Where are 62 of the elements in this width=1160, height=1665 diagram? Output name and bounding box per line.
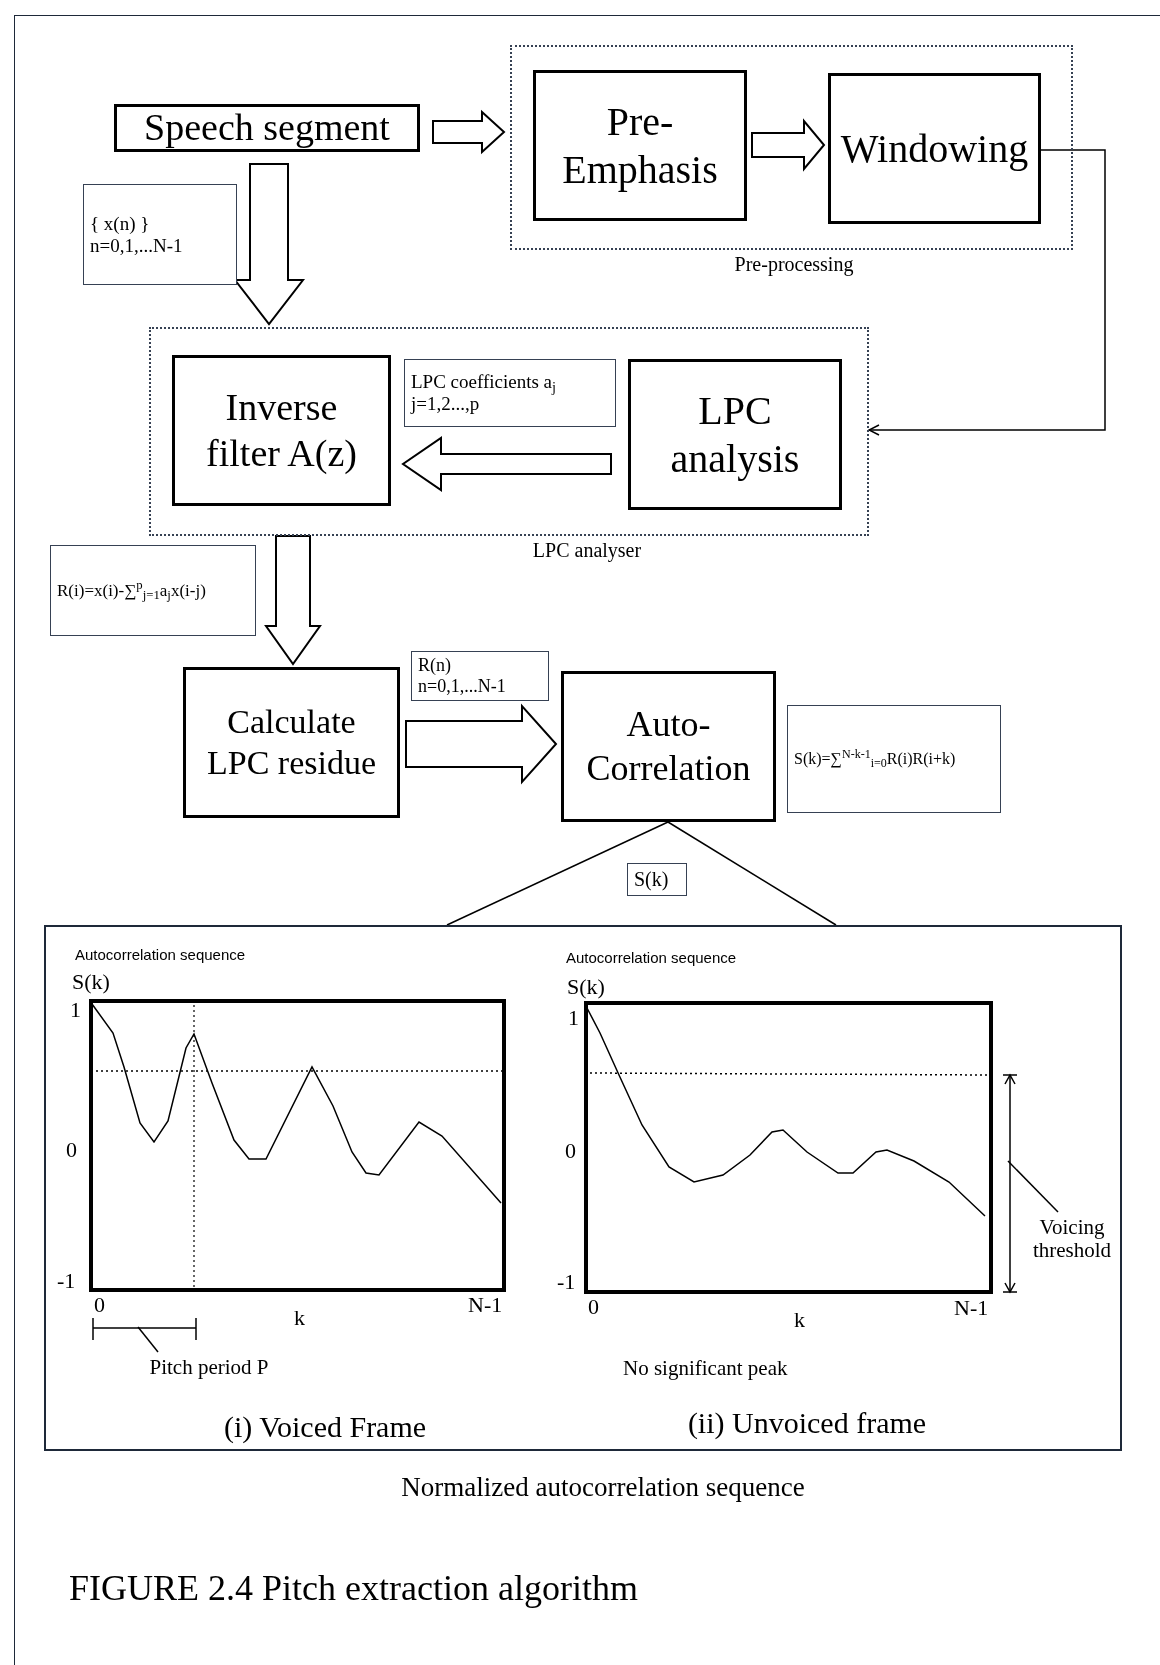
axis-label: 1 [70,997,81,1022]
note-text: S(k)=∑$^{N-k-1}$$_{i=0}$R(i)R(i+k) [794,749,957,769]
axis-label: 0 [588,1294,599,1319]
axis-label: S(k) [72,969,110,994]
chart-title: Autocorrelation sequence [566,949,737,966]
process-box [561,671,776,822]
axis-label: S(k) [567,974,605,999]
block-arrow [401,436,612,492]
process-box [114,104,420,152]
connector-line [446,821,669,926]
annotation-box [411,651,549,701]
annotation-box [404,359,616,427]
box-label: LPC analysis [669,386,801,483]
annotation-box [787,705,1001,813]
block-arrow [432,109,506,155]
axis-label: -1 [57,1268,76,1293]
annotation-box [83,184,237,285]
axis-label: k [794,1307,805,1332]
note-text: n=0,1,...N-1 [418,676,507,697]
box-label: Auto- Correlation [585,703,752,790]
chart-title: Autocorrelation sequence [75,946,246,963]
axis-label: -1 [557,1269,576,1294]
group-caption: LPC analyser [532,539,642,561]
process-box [628,359,842,510]
connector-line [667,821,837,926]
block-arrow [264,535,322,666]
axis-label: 0 [66,1137,77,1162]
chart-note: No significant peak [623,1356,788,1380]
chart-caption: (ii) Unvoiced frame [687,1406,927,1439]
note-text: S(k) [634,868,670,891]
note-text: R(i)=x(i)-∑$^{p}$$_{j=1}$a$_{j}$x(i-j) [57,580,207,601]
box-label: Inverse filter A(z) [205,384,358,476]
note-text: R(n) [418,655,452,676]
note-text: LPC coefficients a$_{j}$ j=1,2...,p [411,371,558,415]
group-caption: Pre-processing [734,253,854,275]
process-box [172,355,391,506]
axis-label: 0 [94,1292,105,1317]
chart-panel [44,925,1122,1451]
box-label: Windowing [840,124,1029,173]
connector-line [137,1326,159,1353]
annotation-box [627,863,687,896]
chart-caption: (i) Voiced Frame [223,1410,427,1443]
axis-label: 0 [565,1138,576,1163]
axis-label: 1 [568,1005,579,1030]
box-label: Pre- Emphasis [561,97,719,194]
axis-label: k [294,1305,305,1330]
block-arrow [751,118,826,172]
box-label: Speech segment [144,105,390,151]
annotation-text: Pitch period P [128,1354,290,1382]
process-box [828,73,1041,224]
figure-subcaption: Normalized autocorrelation sequence [401,1472,805,1502]
annotation-box [50,545,256,636]
box-label: Calculate LPC residue [205,701,377,783]
process-box [533,70,747,221]
block-arrow [405,703,558,785]
axis-label: N-1 [954,1295,989,1320]
note-text: { x(n) } n=0,1,...N-1 [90,212,184,257]
arrow [868,149,1106,436]
figure-caption: FIGURE 2.4 Pitch extraction algorithm [69,1568,638,1608]
process-box [183,667,400,818]
axis-label: N-1 [468,1292,503,1317]
annotation-text: Voicing threshold [1020,1214,1124,1264]
